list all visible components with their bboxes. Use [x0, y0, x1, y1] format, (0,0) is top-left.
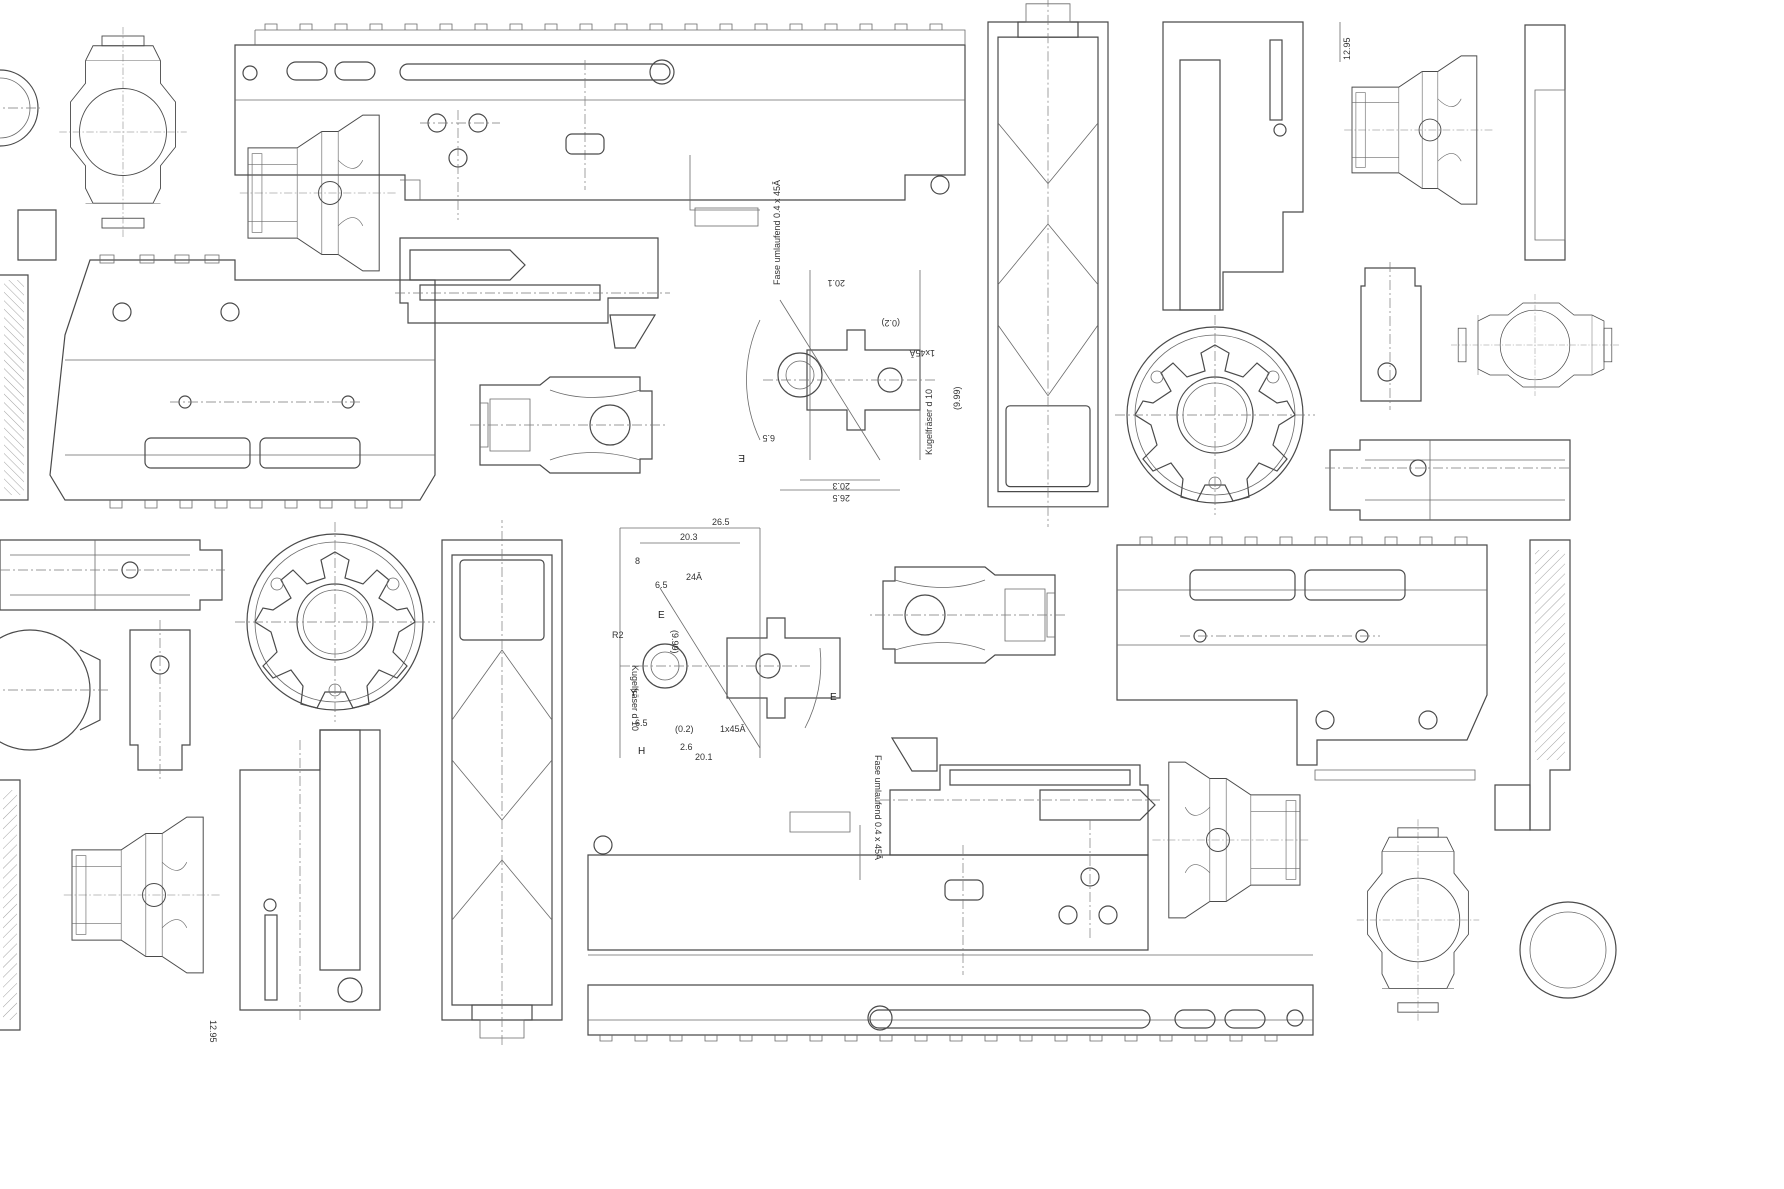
- dim-text: 24Â: [686, 572, 702, 582]
- dim-text: 26.5: [712, 517, 730, 527]
- lower-rail-part-left: [49, 254, 436, 509]
- dim-text: (0.2): [881, 318, 900, 328]
- dim-text: 20.1: [827, 278, 845, 288]
- dim-text: (9.99): [952, 386, 962, 410]
- assembly-right-mid: [1325, 439, 1571, 521]
- annotation: Kugelfräser d 10: [924, 389, 934, 455]
- dim-text: 6.5: [655, 580, 668, 590]
- dim-text: 2.6: [680, 742, 693, 752]
- upper-rail-part: [234, 23, 966, 227]
- dim-text: 20.1: [695, 752, 713, 762]
- section-view-bottom-mid: [880, 737, 1160, 856]
- lower-rail-bottom: [587, 811, 1314, 1042]
- dim-label: E: [830, 692, 837, 703]
- annotation: Kugelfräser d 10: [630, 665, 640, 731]
- dim-label: H: [638, 746, 645, 757]
- section-view-bottom-left: 12.95: [208, 729, 381, 1043]
- assembly-left-bottom: [0, 539, 225, 611]
- dim-text: 6.5: [635, 718, 648, 728]
- dim-text: 20.3: [832, 481, 850, 491]
- dim-text: 12.95: [1342, 37, 1352, 60]
- dim-text: (0.2): [675, 724, 694, 734]
- annotation: Fase umlaufend 0.4 x 45Â: [873, 755, 883, 860]
- dim-text: 1x45Â: [909, 348, 935, 358]
- small-tube-right-top: [1360, 262, 1422, 410]
- dim-label: Y: [630, 688, 637, 699]
- small-tube-left-bottom: [129, 620, 191, 780]
- section-view-top-right: 12.95: [1162, 21, 1352, 311]
- section-view-top: [395, 237, 670, 349]
- dim-text: 8: [635, 556, 640, 566]
- dim-text: 1x45Â: [720, 724, 746, 734]
- annotation: Fase umlaufend 0.4 x 45Â: [772, 180, 782, 285]
- dimensioned-detail-top: [746, 270, 935, 491]
- dim-text: R2: [612, 630, 624, 640]
- dim-text: 20.3: [680, 532, 698, 542]
- ring-part-left-top: [0, 69, 40, 147]
- dim-text: 12.95: [208, 1020, 218, 1043]
- dim-text: 6.5: [762, 433, 775, 443]
- dim-text: 26.5: [832, 493, 850, 503]
- lower-rail-right: [1116, 536, 1488, 781]
- dim-label: E: [658, 610, 665, 621]
- dim-text: (9.99): [670, 630, 680, 654]
- section-view-far-right: [1494, 539, 1617, 999]
- dim-label: E: [738, 452, 745, 463]
- dimensioned-detail-bottom: 26.5 20.3 8 6.5 24Â R2 6.5 (0.2) 1x45Â 2…: [612, 517, 841, 762]
- collar-left-bottom: [0, 629, 110, 751]
